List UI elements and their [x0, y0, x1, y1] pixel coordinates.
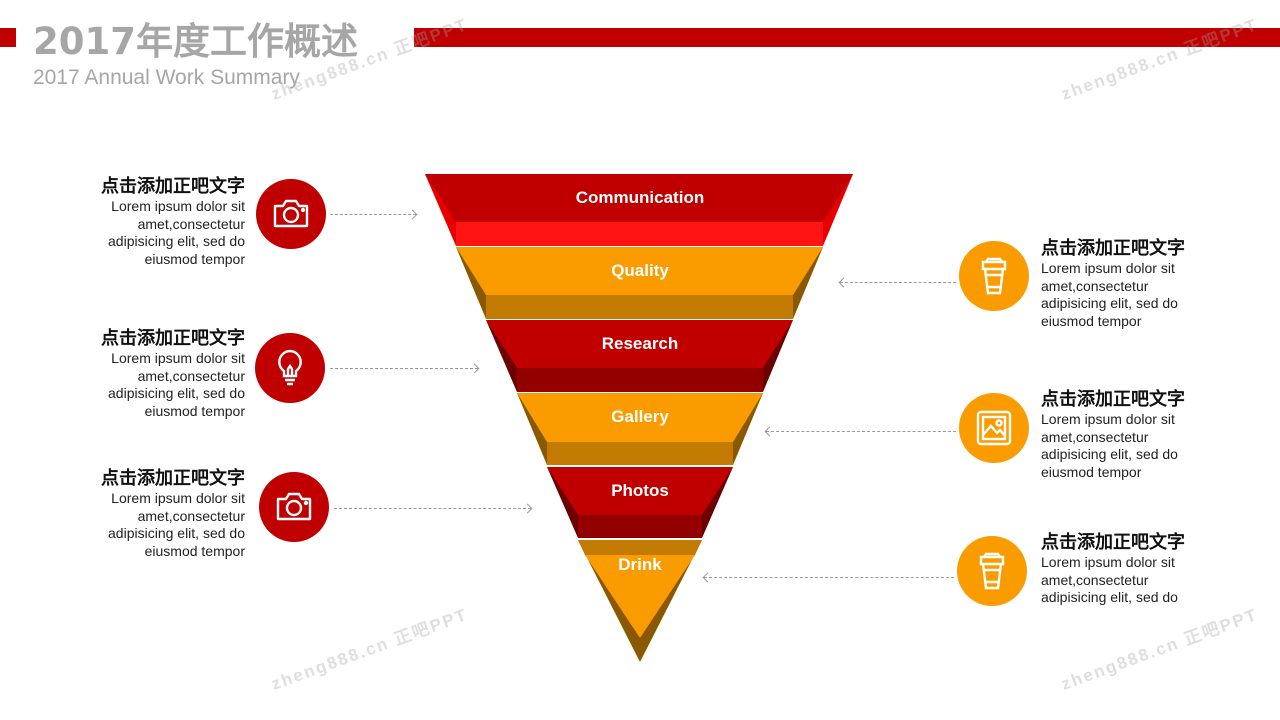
- item-body-line: eiusmod tempor: [1041, 312, 1142, 329]
- item-heading: 点击添加正吧文字: [101, 176, 245, 197]
- funnel-layer-face: [456, 247, 823, 295]
- right-icon-circle: [959, 393, 1029, 463]
- funnel-tip-band: [578, 540, 702, 555]
- item-body-line: Lorem ipsum dolor sit: [1041, 554, 1175, 570]
- funnel-layer-band: [486, 295, 793, 319]
- funnel-layer-face: [517, 393, 763, 442]
- cup-icon: [978, 256, 1010, 296]
- connector-arrow: [330, 214, 416, 215]
- connector-arrow: [330, 368, 478, 369]
- funnel-tip-face: [585, 555, 695, 638]
- funnel-layer-face: [425, 174, 853, 222]
- left-icon-circle: [255, 333, 325, 403]
- lightbulb-icon: [275, 348, 305, 388]
- item-body-line: adipisicing elit, sed do: [1041, 589, 1178, 605]
- connector-arrow: [704, 577, 954, 578]
- item-heading: 点击添加正吧文字: [1041, 389, 1185, 410]
- item-body-line: eiusmod tempor: [1041, 463, 1142, 480]
- left-icon-circle: [256, 179, 326, 249]
- item-body-line: adipisicing elit, sed do: [1041, 446, 1178, 462]
- item-body-line: amet,consectetur: [1041, 428, 1149, 445]
- connector-arrow: [840, 282, 956, 283]
- item-body-line: amet,consectetur: [137, 215, 245, 232]
- item-body-line: eiusmod tempor: [144, 402, 245, 419]
- funnel-layer-band: [578, 515, 702, 538]
- funnel-layer-band: [517, 368, 763, 392]
- funnel-label: Research: [602, 334, 679, 353]
- header-accent-bar-right: [414, 28, 1280, 47]
- funnel-label: Photos: [611, 481, 669, 500]
- camera-icon: [274, 490, 314, 524]
- right-icon-circle: [959, 241, 1029, 311]
- funnel-layer-face: [486, 320, 793, 368]
- item-body-line: amet,consectetur: [137, 507, 245, 524]
- item-body-line: amet,consectetur: [137, 367, 245, 384]
- item-body-line: Lorem ipsum dolor sit: [1041, 260, 1175, 276]
- left-icon-circle: [259, 472, 329, 542]
- item-body-line: eiusmod tempor: [144, 250, 245, 267]
- item-body-line: Lorem ipsum dolor sit: [111, 490, 245, 506]
- connector-arrow: [766, 431, 956, 432]
- funnel-label: Gallery: [611, 407, 669, 426]
- funnel-label: Drink: [618, 555, 662, 574]
- item-heading: 点击添加正吧文字: [101, 328, 245, 349]
- image-icon: [975, 409, 1013, 447]
- item-body-line: Lorem ipsum dolor sit: [111, 198, 245, 214]
- item-body-line: Lorem ipsum dolor sit: [1041, 411, 1175, 427]
- funnel-layer-band: [547, 442, 733, 465]
- funnel-layer-face: [547, 467, 733, 515]
- item-body-line: adipisicing elit, sed do: [108, 525, 245, 541]
- item-heading: 点击添加正吧文字: [1041, 238, 1185, 259]
- item-body-line: adipisicing elit, sed do: [108, 233, 245, 249]
- item-body-line: amet,consectetur: [1041, 571, 1149, 588]
- right-icon-circle: [957, 536, 1027, 606]
- page-title: 2017年度工作概述: [33, 20, 358, 63]
- item-body-line: eiusmod tempor: [144, 542, 245, 559]
- camera-icon: [271, 197, 311, 231]
- item-body-line: adipisicing elit, sed do: [108, 385, 245, 401]
- funnel-layer-band: [456, 222, 823, 246]
- page-subtitle: 2017 Annual Work Summary: [33, 66, 300, 89]
- connector-arrow: [334, 508, 531, 509]
- item-heading: 点击添加正吧文字: [1041, 532, 1185, 553]
- item-body-line: Lorem ipsum dolor sit: [111, 350, 245, 366]
- funnel-label: Communication: [576, 188, 704, 207]
- item-body-line: amet,consectetur: [1041, 277, 1149, 294]
- item-body-line: adipisicing elit, sed do: [1041, 295, 1178, 311]
- cup-icon: [976, 551, 1008, 591]
- item-heading: 点击添加正吧文字: [101, 468, 245, 489]
- header-accent-bar-left: [0, 28, 16, 47]
- funnel-label: Quality: [611, 261, 669, 280]
